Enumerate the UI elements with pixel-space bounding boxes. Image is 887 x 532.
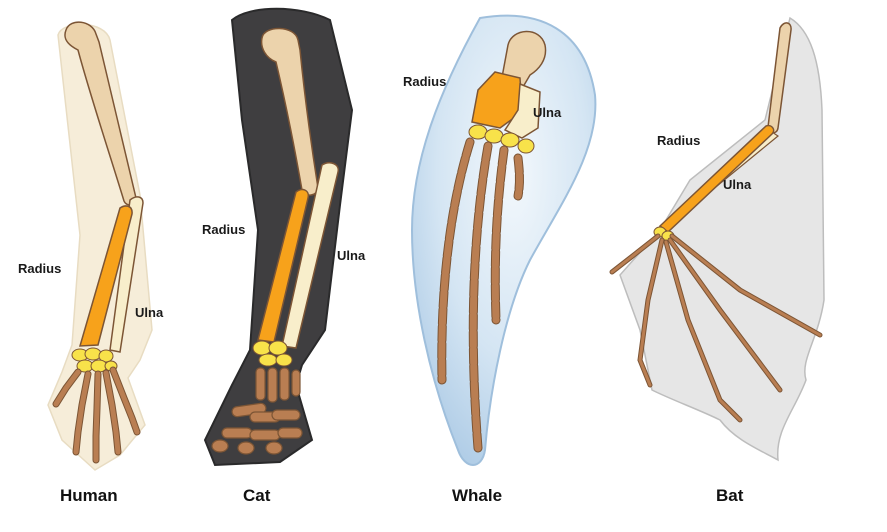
whale-digit-bones: [437, 137, 524, 453]
whale-flipper: [410, 14, 597, 466]
human-carpal-bones: [71, 347, 118, 373]
human-caption: Human: [60, 486, 118, 505]
bat-finger-bones: [609, 233, 823, 423]
human-hand-bones-fill: [53, 367, 140, 463]
bat-radius-bone: [658, 124, 775, 233]
whale-caption: Whale: [452, 486, 503, 505]
cat-radius-bone: [257, 188, 310, 343]
human-radius-label: Radius: [18, 261, 62, 276]
bat-caption: Bat: [716, 486, 744, 505]
whale-ulna-bone: [503, 82, 541, 139]
cat-humerus-bone: [260, 27, 319, 196]
cat-radius-label: Radius: [202, 222, 246, 237]
cat-leg-fur: [203, 7, 354, 467]
cat-carpal-bones: [252, 340, 293, 367]
human-panel: [47, 21, 153, 471]
cat-panel: [203, 7, 354, 467]
cat-ulna-label: Ulna: [337, 248, 366, 263]
bat-ulna-label: Ulna: [723, 177, 752, 192]
bat-panel: [609, 16, 825, 462]
human-ulna-bone: [109, 196, 144, 353]
whale-radius-bone: [471, 71, 523, 129]
cat-caption: Cat: [243, 486, 271, 505]
bat-radius-label: Radius: [657, 133, 701, 148]
human-ulna-label: Ulna: [135, 305, 164, 320]
whale-carpal-bones: [468, 124, 535, 154]
whale-radius-label: Radius: [403, 74, 447, 89]
whale-panel: [410, 14, 597, 466]
cat-paw-bones: [211, 367, 303, 455]
cat-ulna-bone: [281, 162, 339, 349]
human-radius-bone: [78, 205, 133, 347]
whale-ulna-label: Ulna: [533, 105, 562, 120]
